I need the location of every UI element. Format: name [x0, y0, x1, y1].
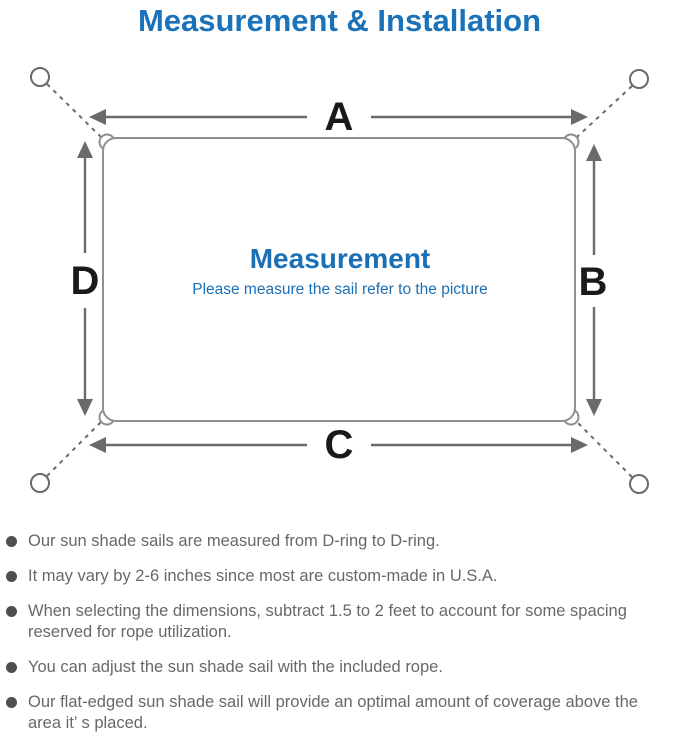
- dimension-label-b: B: [579, 260, 608, 304]
- list-item: Our sun shade sails are measured from D-…: [6, 531, 673, 552]
- anchor-circle-bottom-right: [629, 474, 649, 494]
- anchor-circle-top-right: [629, 69, 649, 89]
- rope-line-top-right: [576, 85, 633, 138]
- arrow-a-left-head: [89, 109, 106, 125]
- list-item: You can adjust the sun shade sail with t…: [6, 657, 673, 678]
- dimension-label-d: D: [71, 259, 100, 303]
- arrow-b-bottom-head: [586, 399, 602, 416]
- note-text: Our sun shade sails are measured from D-…: [28, 532, 440, 550]
- dimension-label-a: A: [325, 95, 354, 139]
- bullet-icon: [6, 536, 17, 547]
- arrow-d-top-head: [77, 141, 93, 158]
- arrow-b-top-head: [586, 144, 602, 161]
- note-text: You can adjust the sun shade sail with t…: [28, 658, 443, 676]
- dimension-arrow-c: C: [89, 423, 588, 467]
- arrow-c-right-head: [571, 437, 588, 453]
- rope-line-bottom-left: [46, 421, 102, 477]
- notes-list: Our sun shade sails are measured from D-…: [6, 531, 673, 739]
- bullet-icon: [6, 662, 17, 673]
- sail-rectangle: [102, 137, 576, 422]
- dimension-arrow-a: A: [89, 95, 588, 139]
- dimension-arrow-b: B: [579, 144, 608, 416]
- diagram-caption-title: Measurement: [250, 243, 431, 274]
- dimension-label-c: C: [325, 423, 354, 467]
- arrow-d-bottom-head: [77, 399, 93, 416]
- note-text: It may vary by 2-6 inches since most are…: [28, 567, 498, 585]
- measurement-diagram: A C D B Measurement Pl: [30, 67, 649, 494]
- bullet-icon: [6, 571, 17, 582]
- dimension-arrow-d: D: [71, 141, 100, 416]
- rope-line-bottom-right: [576, 421, 633, 478]
- rope-line-top-left: [46, 83, 102, 138]
- bullet-icon: [6, 697, 17, 708]
- arrow-c-left-head: [89, 437, 106, 453]
- diagram-caption: Measurement Please measure the sail refe…: [192, 243, 488, 298]
- anchor-circle-top-left: [30, 67, 50, 87]
- list-item: Our flat-edged sun shade sail will provi…: [6, 692, 673, 734]
- list-item: When selecting the dimensions, subtract …: [6, 601, 673, 643]
- list-item: It may vary by 2-6 inches since most are…: [6, 566, 673, 587]
- arrow-a-right-head: [571, 109, 588, 125]
- page-title: Measurement & Installation: [137, 3, 542, 38]
- note-text: Our flat-edged sun shade sail will provi…: [28, 693, 638, 732]
- bullet-icon: [6, 606, 17, 617]
- rope-dashed-lines: [46, 83, 633, 478]
- note-text: When selecting the dimensions, subtract …: [28, 602, 627, 641]
- diagram-caption-subtitle: Please measure the sail refer to the pic…: [192, 281, 488, 298]
- anchor-points: [30, 67, 649, 494]
- anchor-circle-bottom-left: [30, 473, 50, 493]
